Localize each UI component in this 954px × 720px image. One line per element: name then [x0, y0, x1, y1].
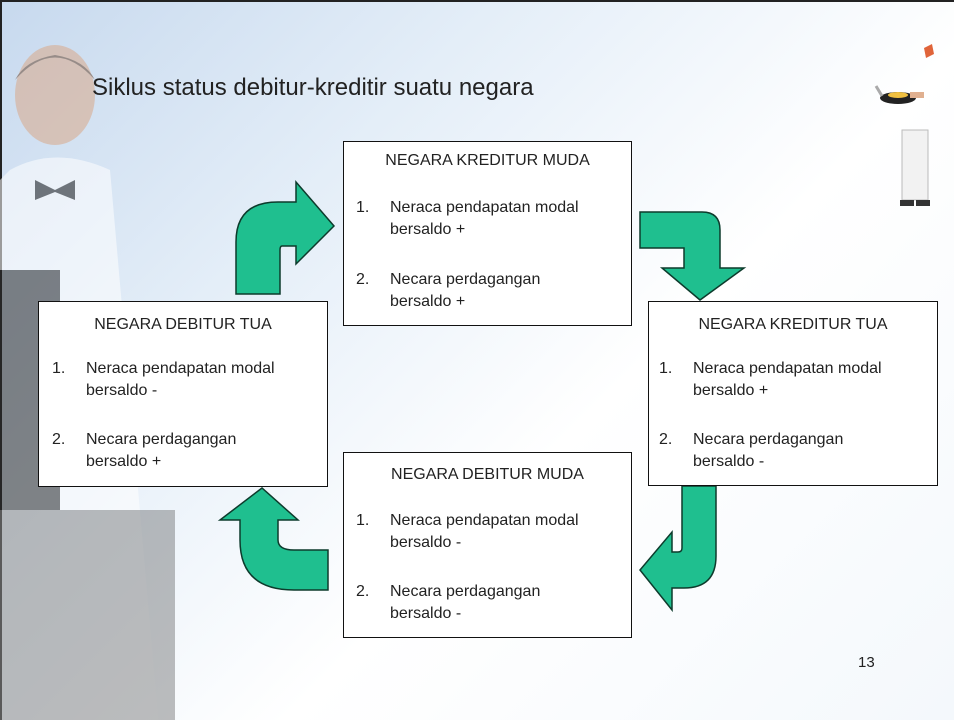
- chef-illustration: [874, 44, 934, 206]
- box-kreditur-muda-title: NEGARA KREDITUR MUDA: [385, 152, 590, 169]
- box-debitur-muda-title: NEGARA DEBITUR MUDA: [391, 466, 584, 483]
- arrow-right-down-icon: [639, 211, 747, 301]
- box-kreditur-tua: NEGARA KREDITUR TUA 1. Neraca pendapatan…: [648, 301, 938, 486]
- page-number: 13: [858, 654, 875, 671]
- arrow-up-right-icon: [235, 179, 336, 295]
- slide-title: Siklus status debitur-kreditir suatu neg…: [92, 74, 534, 101]
- arrow-down-left-icon: [639, 485, 717, 613]
- box-debitur-tua-title: NEGARA DEBITUR TUA: [94, 316, 272, 333]
- box-kreditur-tua-title: NEGARA KREDITUR TUA: [698, 316, 888, 333]
- box-kreditur-muda: NEGARA KREDITUR MUDA 1. Neraca pendapata…: [343, 141, 632, 326]
- arrow-left-up-icon: [217, 487, 329, 591]
- box-debitur-tua: NEGARA DEBITUR TUA 1. Neraca pendapatan …: [38, 301, 328, 487]
- box-debitur-muda: NEGARA DEBITUR MUDA 1. Neraca pendapatan…: [343, 452, 632, 638]
